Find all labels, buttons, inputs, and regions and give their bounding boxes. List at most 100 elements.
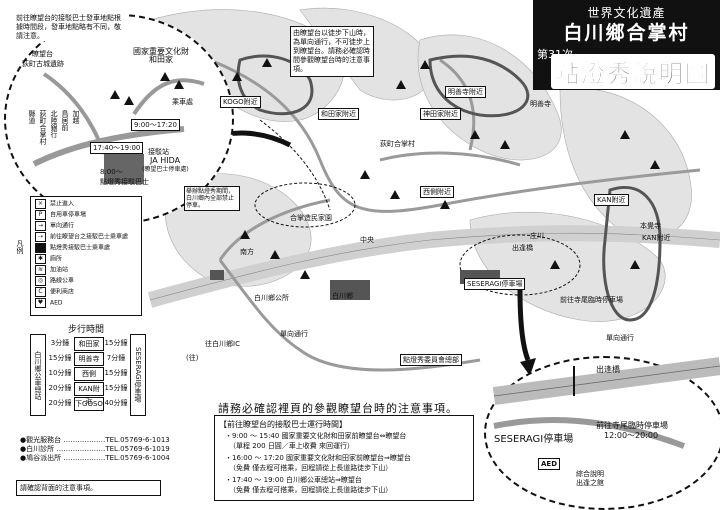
heritage-house-label: 國家重要文化財和田家 [133,47,189,64]
one-way-icon: → [35,221,46,231]
store-icon: C [35,287,46,297]
map-label: 庄川 [530,232,544,240]
map-label: 和田家附近 [318,108,359,120]
toilet-icon: ✱ [35,254,46,264]
map-label: 白川鄉 [332,292,353,300]
walk-place: KAN附近 [74,382,104,405]
map-label: 神田家附近 [420,108,461,120]
legend-item: 點燈秀接駁巴士乘車處 [35,243,110,253]
inset-right-canvas [492,357,720,449]
ja-hida-label: JA HIDA [150,156,181,165]
parking-icon: P [35,210,46,220]
stop-label: 北陸銀行 [50,110,58,138]
walk-place: 明善寺 [74,352,104,366]
map-label: 單向通行 [280,330,308,338]
map-label: 合掌造民家園 [290,214,332,222]
bridge-label: 出逢橋 [596,365,620,374]
walk-time-a: 3分鐘 [50,339,70,347]
walk-time-c: 15分鐘 [104,339,128,347]
walk-time-c: 15分鐘 [104,384,128,392]
legend-item: ⇢前往瞭望台之接駁巴士乘車處 [35,232,128,242]
walk-note: 由瞭望台以徒步下山時，為單向通行，不可徒步上到瞭望台。請務必確認時間參觀瞭望台時… [290,26,374,77]
walking-right-label: SESERAGI停車場 [130,334,146,416]
legend-text: 路線公車 [50,277,75,285]
legend-text: 便利商店 [50,288,75,296]
map-label: 明善寺 [530,100,551,108]
walk-time-a: 20分鐘 [48,399,72,407]
map-label: 前往寺尾臨時停車場 [560,296,623,304]
legend-item: P 自用車停車場 [35,210,86,220]
legend-text: 自用車停車場 [50,211,87,219]
time-a: 9:00～17:20 [131,119,180,131]
title-line1: 世界文化遺產 [587,6,666,20]
walking-left-label: 白川鄉公車總站 [30,334,46,416]
bus-stop-icon: ⇢ [35,232,46,242]
walk-time-a: 20分鐘 [48,384,72,392]
info-office-label: 接駁站 [148,148,169,156]
map-label: 荻町合掌村 [380,140,415,148]
walk-time-c: 7分鐘 [106,354,126,362]
stop-label: 縣道 [28,110,36,124]
map-label: 南方 [240,248,254,256]
notice-line: ・9:00 ～ 15:40 國家重要文化財和田家前瞭望台⇔瞭望台 [225,432,407,440]
bus-icon: ◎ [35,276,46,286]
map-label: 單向通行 [606,334,634,342]
notice-box: 【前往瞭望台的接駁巴士運行時間】 ・9:00 ～ 15:40 國家重要文化財和田… [214,415,474,501]
info-label: 綜合說明 [576,470,604,478]
map-label: 中央 [360,236,374,244]
temp-parking-time: 12:00～20:00 [604,431,659,440]
walk-time-c: 15分鐘 [104,369,128,377]
bus-stop-label: 乘車處 [172,98,193,106]
walking-title: 步行時間 [67,325,104,335]
info-label-2: 出逢之館 [576,479,604,487]
title-line2: 白川鄉合掌村 [563,22,690,44]
walk-place: 下GOSO [74,397,104,411]
map-label: 舉辦點燈秀期間，白川鄉內全部禁止停車。 [184,186,240,211]
map-label: 點燈秀委員會總部 [400,354,462,366]
shuttle-note: 前往瞭望台的接駁巴士發車地點根據時間段，發車地點略有不同，敬請注意。 [16,14,126,41]
legend-text: AED [50,299,63,307]
stop-label: 鳥居前 [61,110,69,131]
map-label: 本覺寺 [640,222,661,230]
notice-line: （免費 僅去程可搭乘，回程請從上長道路徒步下山） [229,464,393,472]
map-label: 往白川鄉IC [205,340,240,348]
legend-item: ×禁止進入 [35,199,74,209]
legend-item: C 便利商店 [35,287,74,297]
gas-station-icon: ≋ [35,265,46,275]
legend-item: ✱廁所 [35,254,62,264]
contact-line: ●觀光服務台 ………………TEL.05769-6-1013 [20,436,170,444]
stop-label: 加越 [72,110,80,124]
map-label: SESERAGI停車場 [464,278,526,290]
legend-item: ◎ 路線公車 [35,276,74,286]
notice-line: ・16:00 ～ 17:20 國家重要文化財和田家前瞭望台⇒瞭望台 [225,454,411,462]
time-b: 17:40～19:00 [90,142,144,154]
castle-ruins-label: 荻町古城遺跡 [22,60,64,68]
notice-headline: 請務必確認裡頁的參觀瞭望台時的注意事項。 [218,402,458,415]
map-label: KAN附近 [642,234,671,242]
map-label: 白川鄉公所 [254,294,289,302]
legend-text: 禁止進入 [50,200,75,208]
notice-line: （免費 僅去程可搭乘，回程請從上長道路徒步下山） [229,486,393,494]
walk-place: 西側 [74,367,104,381]
map-label: 出逢橋 [512,244,533,252]
inset-stops: 縣道 荻町合掌村 北陸銀行 鳥居前 加越 [28,110,88,150]
shuttle-label: 點燈秀接駁巴士 [100,178,149,186]
title-banner: 世界文化遺產 白川鄉合掌村 第31次 點燈秀說明圖 [533,0,720,90]
map-label: KAN附近 [594,194,629,206]
notice-title: 【前往瞭望台的接駁巴士運行時間】 [219,420,347,429]
stop-label: 荻町合掌村 [39,110,47,145]
aed-icon: AED [538,458,561,470]
legend-text: 點燈秀接駁巴士乘車處 [50,244,111,252]
walk-time-a: 15分鐘 [48,354,72,362]
map-label: KOGO附近 [220,96,261,108]
observatory-label: 瞭望台 [32,50,53,58]
map-label: (往) [186,354,199,362]
map-label: 西側附近 [420,186,454,198]
legend-item: ≋加油站 [35,265,68,275]
